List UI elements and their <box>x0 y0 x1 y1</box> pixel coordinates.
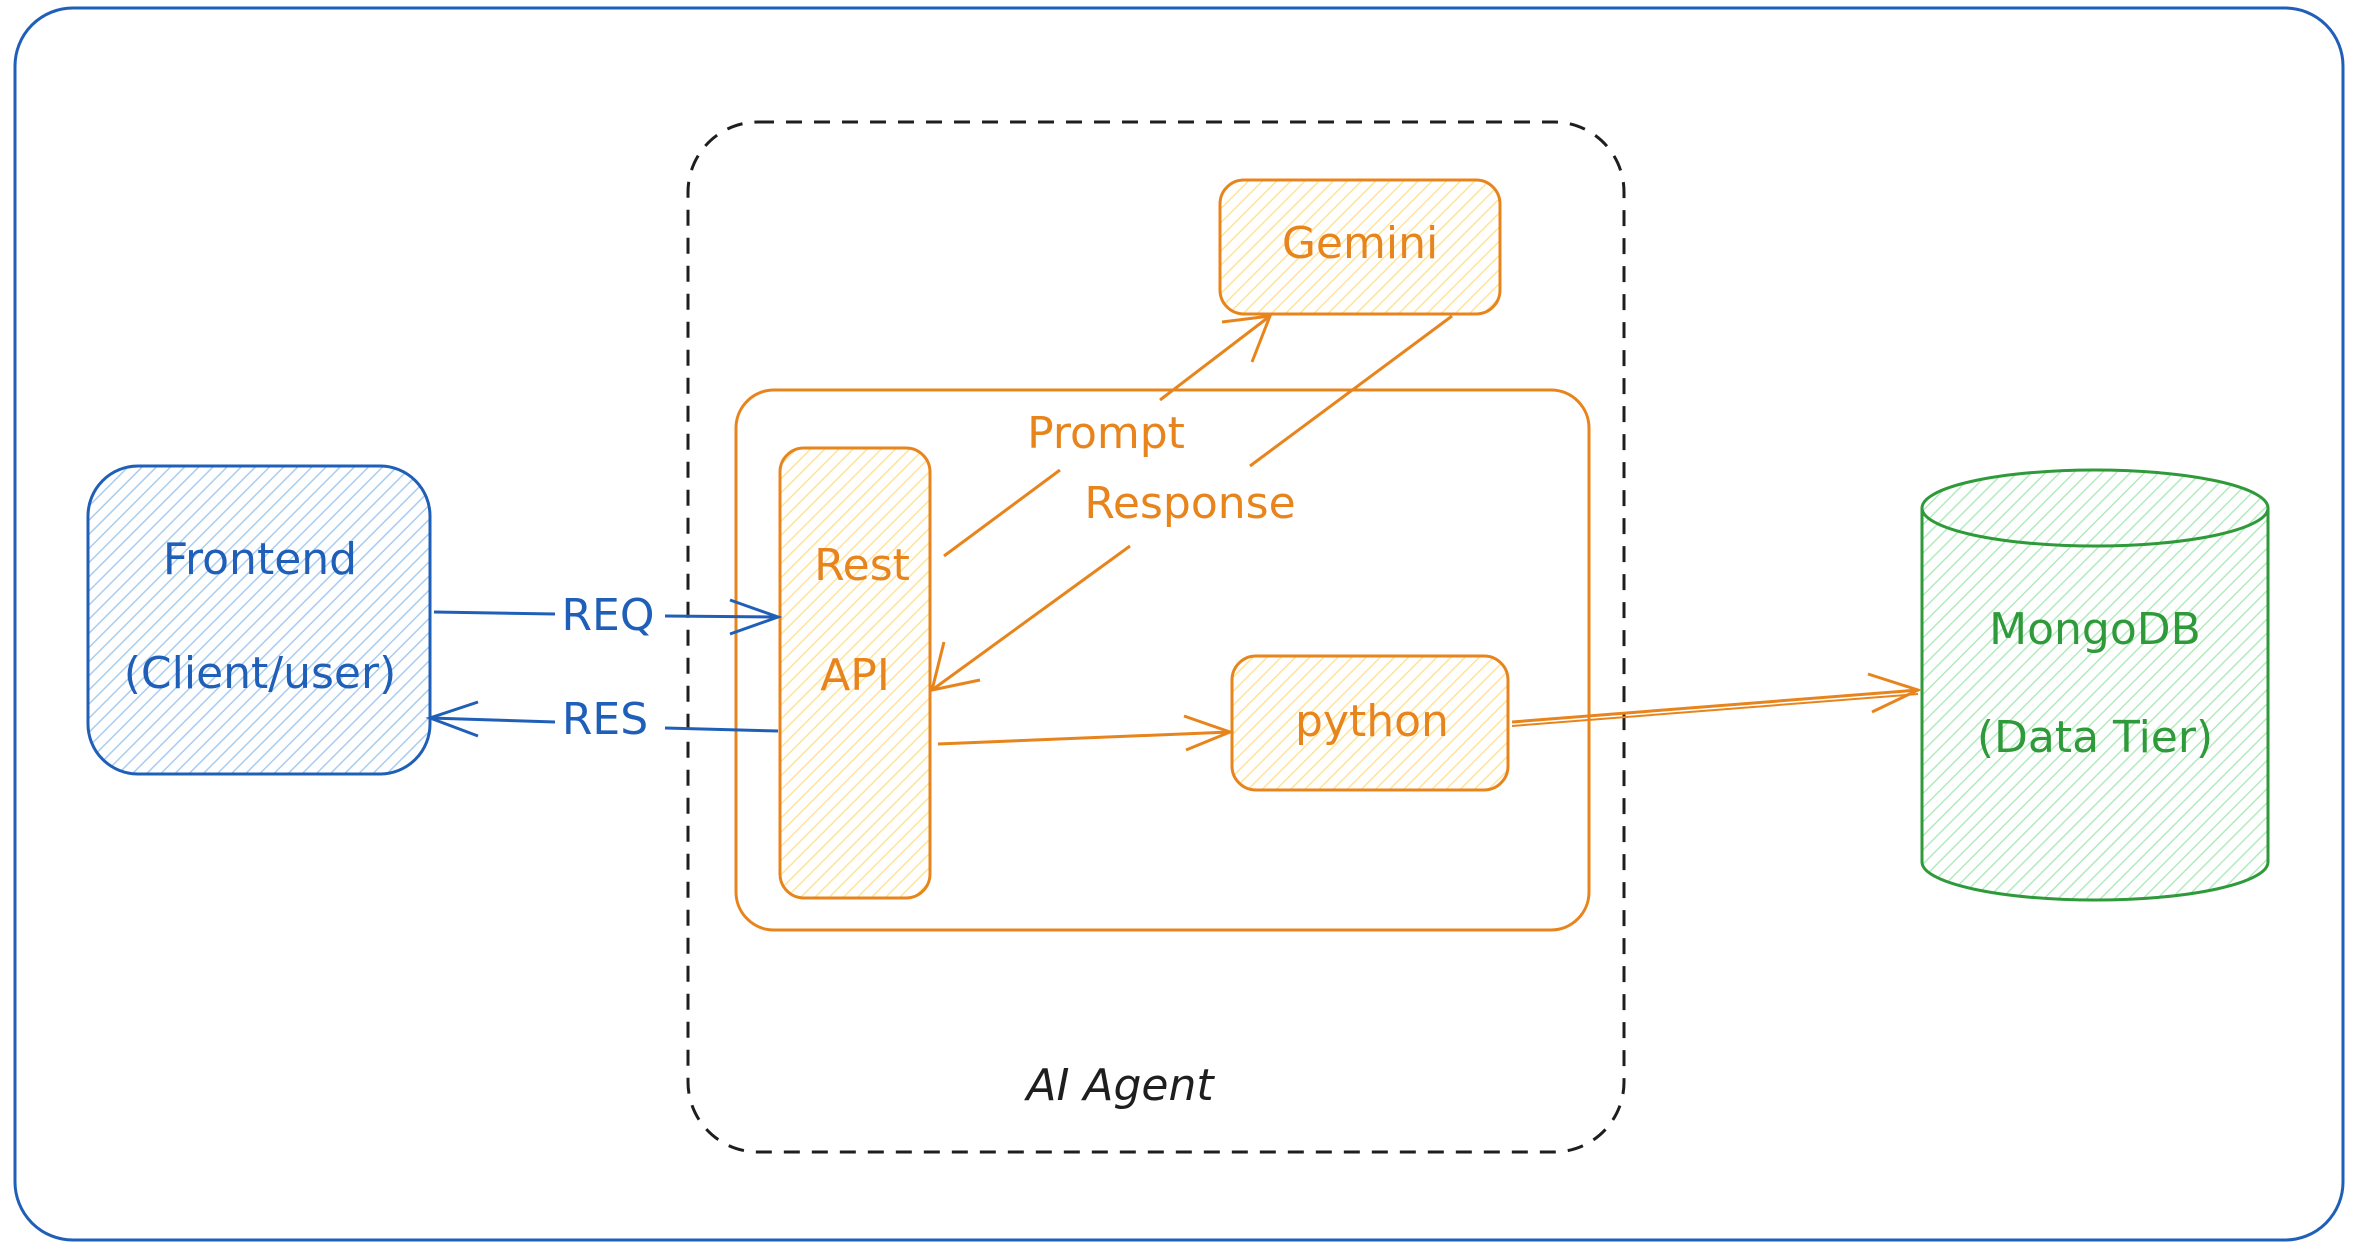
rest-api-box <box>778 446 932 900</box>
frontend-subtitle: (Client/user) <box>124 648 397 699</box>
mongodb-cylinder-top <box>1920 468 2270 548</box>
prompt-label: Prompt <box>1027 408 1185 459</box>
rest-api-node: Rest API <box>778 446 932 900</box>
mongodb-title: MongoDB <box>1989 604 2201 655</box>
req-arrow: REQ <box>433 590 783 641</box>
rest-api-line2: API <box>820 650 890 701</box>
ai-agent-label: AI Agent <box>1023 1060 1215 1111</box>
prompt-arrow: Prompt <box>943 314 1273 558</box>
gemini-node: Gemini <box>1218 178 1502 316</box>
python-label: python <box>1295 696 1449 747</box>
api-to-python-arrow <box>937 714 1235 752</box>
service-container <box>734 388 1591 932</box>
gemini-box <box>1218 178 1502 316</box>
res-arrow: RES <box>425 694 779 745</box>
mongodb-cylinder-body <box>1920 508 2270 902</box>
res-label: RES <box>562 694 648 745</box>
gemini-label: Gemini <box>1282 218 1438 269</box>
python-box <box>1230 654 1510 792</box>
req-label: REQ <box>561 590 654 641</box>
frontend-box <box>86 464 432 776</box>
outer-frame <box>13 6 2345 1242</box>
response-label: Response <box>1084 478 1295 529</box>
ai-agent-boundary <box>686 120 1626 1154</box>
python-to-mongodb-arrow <box>1511 672 1923 727</box>
mongodb-node: MongoDB (Data Tier) <box>1920 468 2270 902</box>
mongodb-subtitle: (Data Tier) <box>1977 712 2213 763</box>
response-arrow: Response <box>929 314 1453 692</box>
frontend-title: Frontend <box>163 534 357 585</box>
python-node: python <box>1230 654 1510 792</box>
rest-api-line1: Rest <box>814 540 910 591</box>
frontend-node: Frontend (Client/user) <box>86 464 432 776</box>
